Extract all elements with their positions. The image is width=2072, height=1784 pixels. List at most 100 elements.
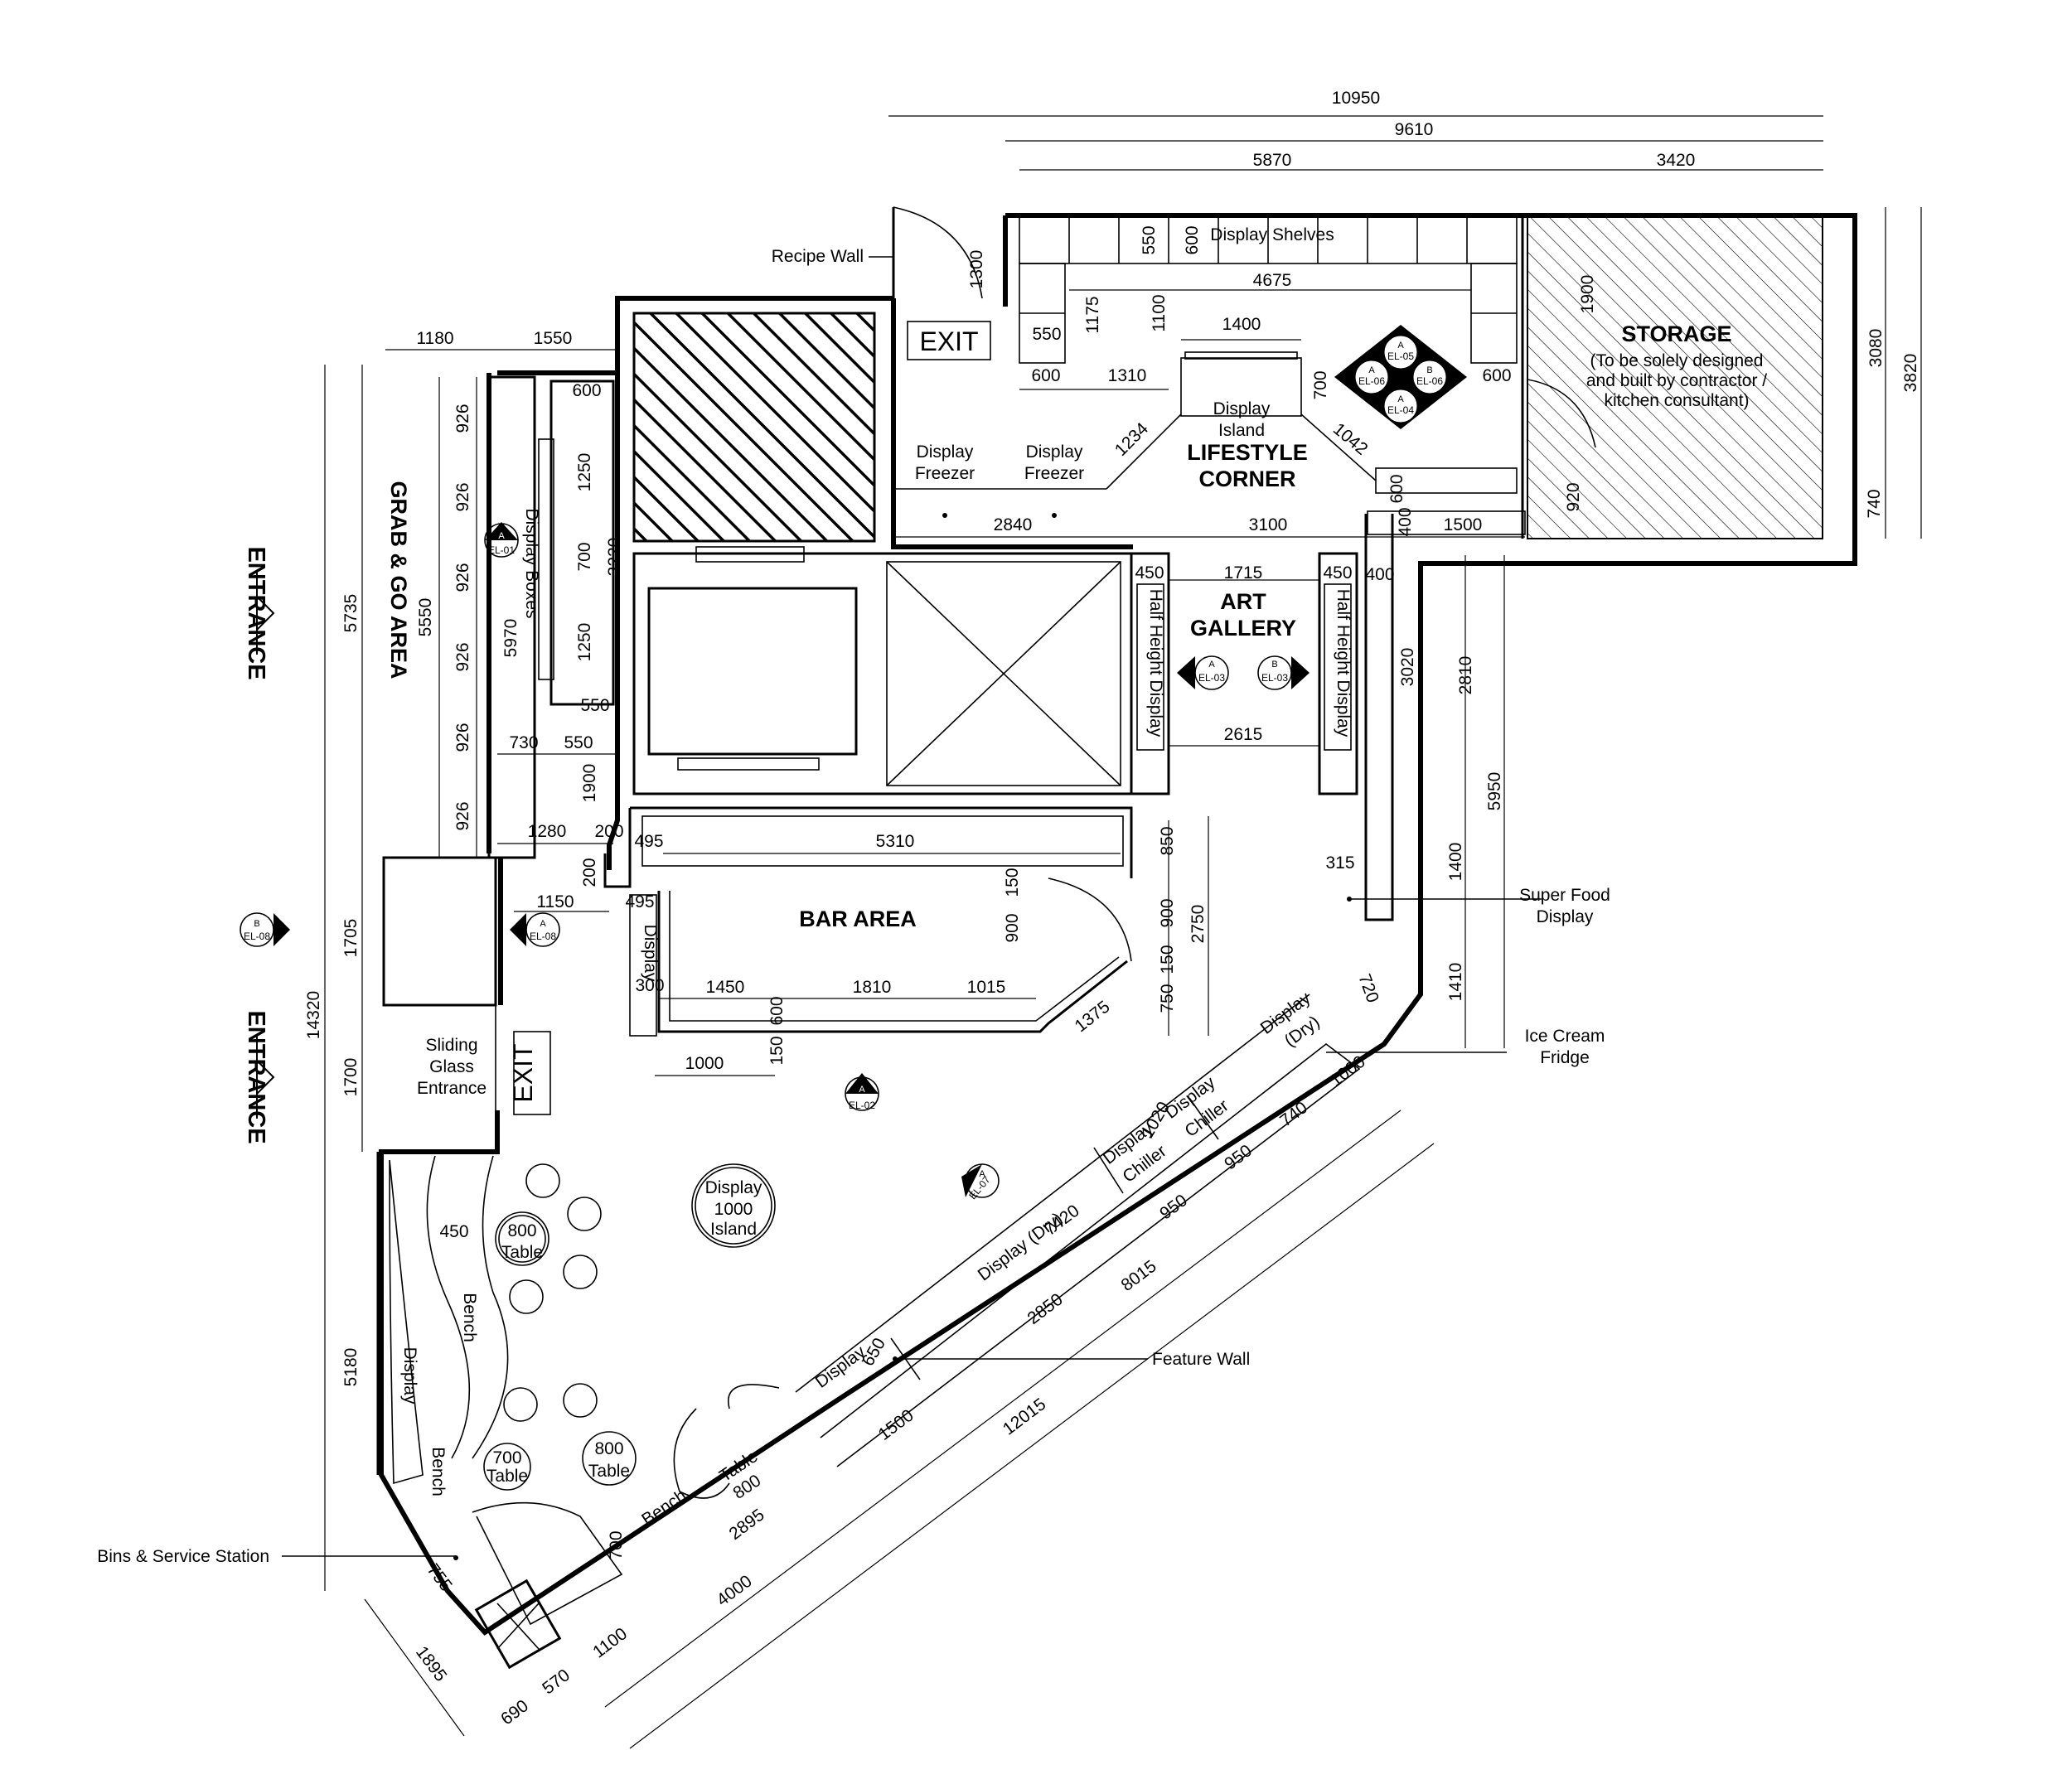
dimension-label: 200 [580,858,599,887]
section-refs-label: A [1397,394,1404,404]
dimension-label: 450 [1135,563,1164,583]
dimension-label: 926 [453,723,472,752]
exit-sign-top: EXIT [907,321,991,360]
art-gallery: ART GALLERY Half Height Display Half Hei… [1130,552,1358,795]
dimension-label: 850 [1158,826,1177,855]
dimension-label: 150 [767,1036,787,1065]
sliding-glass-label: Glass [429,1057,474,1076]
dimension-label: 1015 [967,978,1006,997]
dimension-label: 690 [497,1696,532,1728]
dimension-label: 495 [634,832,663,851]
art-gallery-label: ART [1220,589,1266,614]
bar-area: BAR AREA Display [603,806,1133,1037]
labels-label: Display [400,1347,419,1404]
exit-sign-lower: EXIT [508,1031,551,1115]
dimension-label: 700 [1311,370,1330,399]
dimension-label: 1450 [706,978,745,997]
dimension-label: 2850 [1024,1290,1067,1328]
dimension-label: 1550 [534,329,573,348]
dimension-label: 1400 [1446,843,1465,882]
dimension-label: 1900 [1578,275,1597,314]
dimension-label: 5310 [876,832,915,851]
dimension-label: 3820 [1901,354,1920,393]
dimension-label: 1042 [1329,419,1372,459]
storage-label: STORAGE [1621,322,1731,346]
dimension-label: 1705 [341,919,361,958]
half-height-display-label: Half Height Display [1146,589,1165,737]
dimension-label: 3220 [605,538,624,577]
dimension-label: 10950 [1332,89,1380,108]
dimension-label: 8015 [1118,1257,1160,1295]
labels-label: Bench [638,1486,690,1529]
dimension-label: 2750 [1188,905,1208,944]
dimension-label: 5735 [341,594,361,633]
storage-room: STORAGE (To be solely designed and built… [1521,213,1823,539]
display-boxes-label: Display Boxes [522,508,541,618]
dimension-label: 926 [453,404,472,433]
elevation-markers: A EL-01 A EL-02 A EL-03 B EL-03 A EL-05 … [240,325,1467,1201]
display-shelves: Display Shelves [1019,213,1518,494]
dimension-label: 740 [1276,1098,1311,1130]
dimension-label: 5950 [1485,772,1504,811]
dimension-label: 600 [1387,474,1406,503]
sliding-glass-label: Entrance [417,1079,487,1098]
dimension-label: 1180 [416,329,453,348]
section-refs-label: A [1368,365,1375,375]
display-island: Display Island LIFESTYLE CORNER [1180,351,1308,491]
dimension-label: 315 [1325,853,1354,873]
section-refs-label: EL-03 [1261,672,1288,684]
dimension-label: 926 [453,482,472,511]
dimension-label: 1280 [528,822,567,841]
dimension-label: 1000 [714,1200,753,1219]
dimension-label: 1310 [1108,366,1147,385]
dimension-label: 5550 [416,598,435,637]
exit-label: EXIT [919,326,978,356]
section-refs-label: B [254,919,259,929]
lifestyle-diagonal [1106,413,1182,490]
entrance-label: ENTRANCE [243,546,269,679]
dimension-label: 700 [607,1530,626,1559]
section-refs-label: A [1397,341,1404,351]
dimension-label: 600 [1031,366,1060,385]
dimension-label: 926 [453,801,472,830]
dimension-label: 4000 [714,1572,756,1610]
display-island-label: Display [1213,399,1271,418]
section-refs-label: A [498,531,505,541]
dimension-label: 600 [767,996,787,1025]
dimension-label: 550 [580,696,609,715]
entrance-top: ENTRANCE [243,546,275,680]
dimension-label: 12015 [1000,1395,1049,1439]
dimension-label: 1100 [1150,294,1169,331]
dimension-label: 150 [1158,945,1177,974]
dimension-label: 750 [1158,984,1177,1013]
grab-and-go-counter: Display Boxes GRAB & GO AREA [382,375,615,1007]
dimension-label: 950 [1156,1191,1191,1223]
display-freezer-label: Freezer [915,464,975,483]
dimension-label: 1300 [967,250,986,289]
storage-note: and built by contractor / [1586,371,1767,390]
bins-label: Bins & Service Station [97,1547,269,1566]
dimension-label: 740 [1865,489,1884,518]
dimension-label: 1500 [1444,515,1483,534]
dimension-label: 1100 [589,1624,631,1662]
dimension-label: 2615 [1224,725,1263,744]
dimension-label: 1400 [1222,315,1261,334]
sliding-glass-label: Sliding [425,1036,477,1055]
display-island-label: Island [1218,421,1265,440]
labels-label: Table [588,1462,630,1481]
dimension-label: 1375 [1072,997,1114,1036]
section-refs-label: EL-01 [488,544,515,556]
half-height-display-label: Half Height Display [1334,589,1353,737]
labels-label: Table [487,1467,528,1486]
dimension-label: 1250 [575,453,594,492]
art-gallery-label: GALLERY [1190,616,1296,641]
dimension-label: 926 [453,563,472,592]
dimension-label: 1410 [1446,963,1465,1002]
dimension-label: 900 [1158,898,1177,927]
labels-label: Island [710,1220,757,1239]
dimension-label: 2840 [994,515,1033,534]
display-freezer-label: Display [917,442,974,462]
feature-wall-label: Feature Wall [1152,1350,1250,1369]
labels-label: Display [705,1178,762,1197]
dimension-label: 755 [423,1560,455,1595]
